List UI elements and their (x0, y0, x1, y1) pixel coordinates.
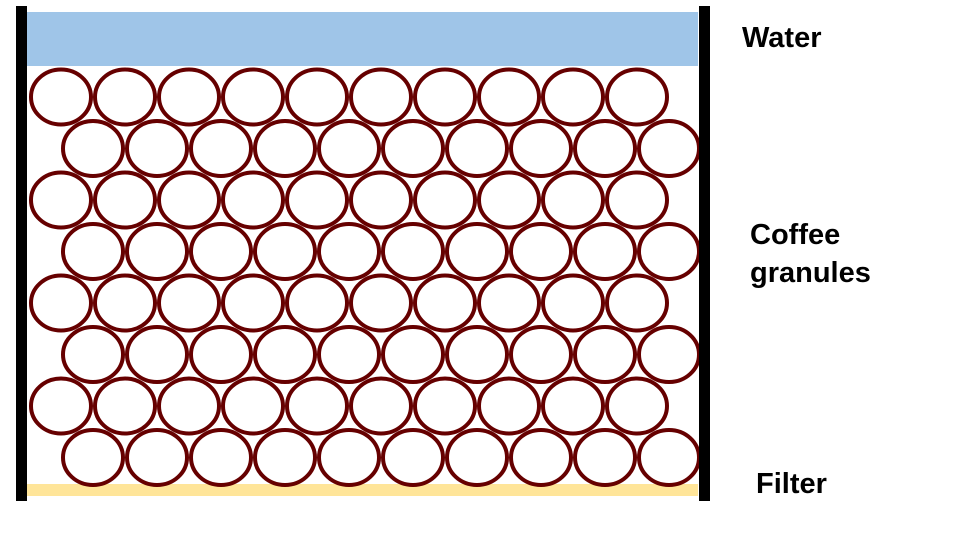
coffee-granule (509, 325, 573, 384)
coffee-granule (61, 428, 125, 487)
coffee-granule (477, 170, 541, 230)
coffee-granule (573, 325, 637, 384)
coffee-granule (349, 376, 413, 436)
coffee-granule (637, 428, 701, 487)
coffee-granule (93, 67, 157, 127)
coffee-granule (253, 428, 317, 487)
coffee-granule (413, 67, 477, 127)
water-layer (26, 12, 698, 66)
coffee-granule (125, 428, 189, 487)
coffee-granule (349, 273, 413, 333)
coffee-granule (317, 325, 381, 384)
coffee-granule (317, 119, 381, 178)
coffee-granule (189, 428, 253, 487)
coffee-granule (221, 67, 285, 127)
coffee-granule (285, 273, 349, 333)
coffee-granule (157, 67, 221, 127)
coffee-granule (285, 376, 349, 436)
coffee-granule (253, 325, 317, 384)
coffee-granule (189, 119, 253, 178)
coffee-granule (381, 325, 445, 384)
filter-label: Filter (756, 468, 827, 500)
coffee-granule (93, 376, 157, 436)
coffee-granule (253, 119, 317, 178)
coffee-granule (541, 273, 605, 333)
coffee-granule (509, 119, 573, 178)
coffee-label-line2: granules (750, 257, 871, 289)
coffee-granule (413, 170, 477, 230)
coffee-granule (445, 222, 509, 281)
coffee-granule (413, 273, 477, 333)
coffee-label-line1: Coffee (750, 219, 841, 251)
coffee-granule (29, 67, 93, 127)
coffee-granule (61, 325, 125, 384)
left-wall (16, 6, 27, 501)
coffee-granule (637, 119, 701, 178)
coffee-granule (445, 325, 509, 384)
coffee-granule (573, 119, 637, 178)
coffee-granule (93, 170, 157, 230)
coffee-granule (573, 222, 637, 281)
coffee-granule (637, 325, 701, 384)
coffee-granule (509, 428, 573, 487)
coffee-granule (221, 376, 285, 436)
coffee-granule (221, 273, 285, 333)
coffee-granule (413, 376, 477, 436)
coffee-granule (573, 428, 637, 487)
coffee-granule (445, 428, 509, 487)
filter-layer (26, 484, 698, 496)
coffee-granule (605, 376, 669, 436)
coffee-granule (285, 67, 349, 127)
coffee-granule (157, 170, 221, 230)
coffee-granule (157, 273, 221, 333)
coffee-granule (605, 67, 669, 127)
coffee-granule (605, 170, 669, 230)
coffee-granule (189, 222, 253, 281)
coffee-granule (125, 222, 189, 281)
coffee-granule (157, 376, 221, 436)
coffee-granule (189, 325, 253, 384)
water-label: Water (742, 22, 822, 54)
coffee-granule (29, 170, 93, 230)
coffee-granules-label: Coffee granules (750, 216, 910, 292)
coffee-granule (93, 273, 157, 333)
coffee-granule (509, 222, 573, 281)
coffee-granule (381, 428, 445, 487)
coffee-granule (317, 222, 381, 281)
coffee-granule (381, 222, 445, 281)
coffee-granule (477, 376, 541, 436)
coffee-granule (125, 325, 189, 384)
coffee-granule (61, 222, 125, 281)
coffee-granule (61, 119, 125, 178)
coffee-granule (317, 428, 381, 487)
coffee-granule (477, 273, 541, 333)
coffee-granule (541, 170, 605, 230)
coffee-granule (221, 170, 285, 230)
coffee-granule (349, 67, 413, 127)
coffee-granule (285, 170, 349, 230)
coffee-granule (125, 119, 189, 178)
coffee-granule (605, 273, 669, 333)
coffee-granule (349, 170, 413, 230)
coffee-granule (29, 376, 93, 436)
coffee-granule (381, 119, 445, 178)
coffee-granule (637, 222, 701, 281)
coffee-granule (541, 67, 605, 127)
coffee-granule (445, 119, 509, 178)
right-wall (699, 6, 710, 501)
coffee-granule (541, 376, 605, 436)
coffee-granules-group (29, 67, 701, 487)
coffee-granule (477, 67, 541, 127)
coffee-granule (253, 222, 317, 281)
coffee-granule (29, 273, 93, 333)
